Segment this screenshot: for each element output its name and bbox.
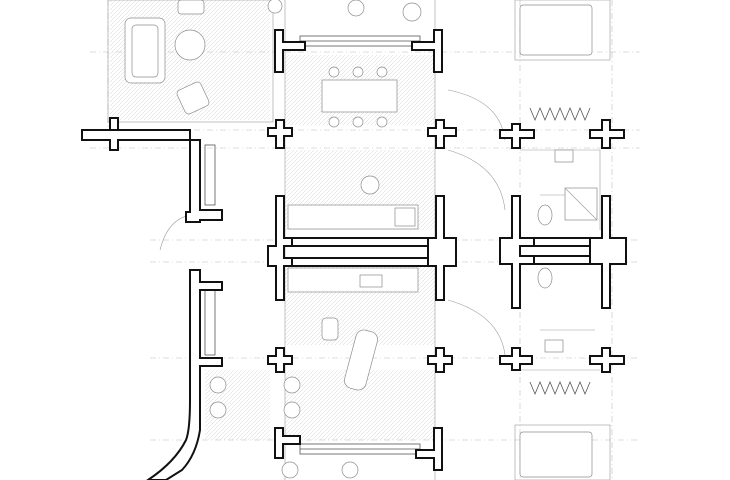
lounge-chair-icon bbox=[321, 317, 378, 391]
bed-icon bbox=[519, 4, 593, 56]
armchair-icon bbox=[176, 81, 210, 115]
walls bbox=[81, 29, 627, 480]
chair-icon bbox=[360, 175, 380, 195]
round-table-icon bbox=[174, 29, 206, 61]
sink-icon-2 bbox=[544, 339, 564, 353]
furniture bbox=[124, 0, 598, 479]
toilet-icon bbox=[537, 204, 553, 289]
plant-icon bbox=[267, 0, 283, 14]
armchair-icon-top bbox=[177, 0, 205, 15]
chair-group bbox=[209, 376, 359, 479]
kitchen-counter bbox=[287, 204, 419, 293]
plant-icon-3 bbox=[347, 0, 365, 17]
plant-icon-2 bbox=[402, 2, 422, 22]
sink-icon bbox=[554, 149, 574, 163]
shower-icon bbox=[564, 187, 598, 221]
stove-icon bbox=[394, 207, 416, 227]
sofa-icon bbox=[124, 17, 166, 84]
bed-icon-2 bbox=[519, 431, 593, 478]
dining-table-icon bbox=[321, 66, 398, 128]
